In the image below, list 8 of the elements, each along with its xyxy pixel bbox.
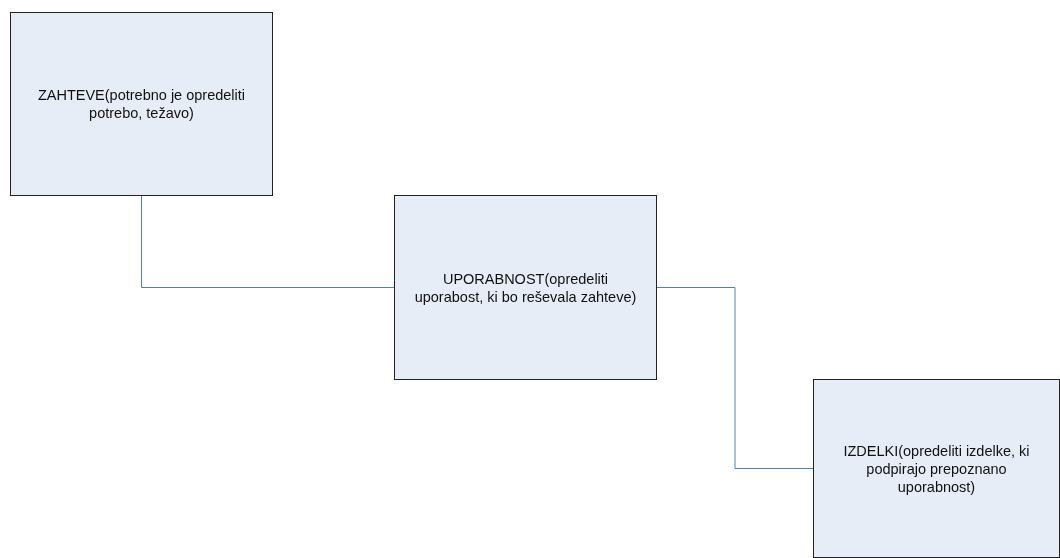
box-text: IZDELKI(opredeliti izdelke, ki podpirajo prepoznano uporabnost) xyxy=(842,441,1031,496)
box-text: UPORABNOST(opredeliti uporabost, ki bo reševala zahteve) xyxy=(413,269,638,306)
connector-line xyxy=(656,287,814,469)
process-box xyxy=(813,379,1060,558)
process-box xyxy=(10,12,273,196)
process-box xyxy=(394,195,657,380)
box-text: ZAHTEVE(potrebno je opredeliti potrebo, težavo) xyxy=(36,86,247,122)
connector-line xyxy=(141,195,395,288)
